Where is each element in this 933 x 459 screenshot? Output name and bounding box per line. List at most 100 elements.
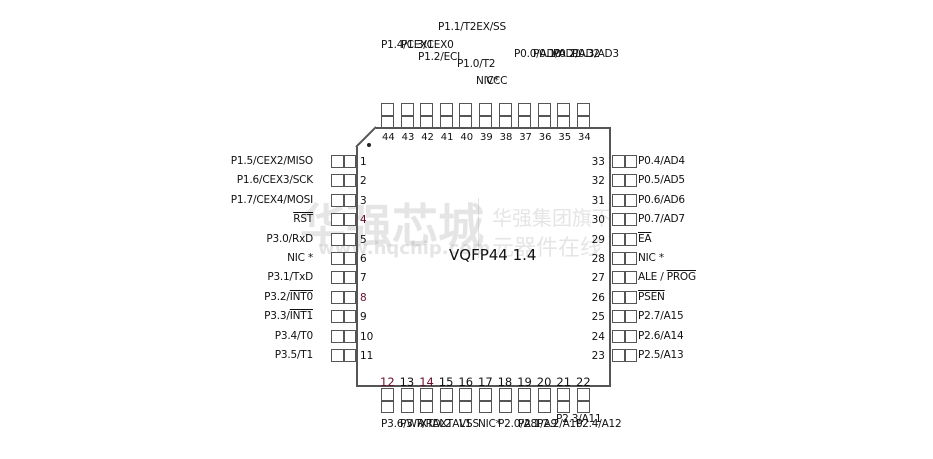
pin-number: 22 — [576, 375, 591, 389]
pin-lead — [331, 252, 356, 265]
pin-label: P3.2/INT0 — [264, 290, 313, 303]
pin-label: P1.5/CEX2/MISO — [230, 155, 313, 167]
pin-label: VSS — [459, 418, 479, 430]
pin-lead — [612, 252, 637, 265]
pin-label: P2.7/A15 — [638, 310, 684, 323]
pin-number: 40 — [460, 132, 474, 143]
pin-label: P2.1/A9 — [518, 418, 558, 430]
pin-number: 16 — [458, 375, 474, 389]
pin-label: P2.3/A11 — [556, 413, 602, 425]
pin-number: 2 — [360, 175, 367, 188]
pin-lead — [381, 103, 394, 128]
pin-label: RST — [293, 213, 313, 226]
pin-label: P0.1/AD1 — [533, 48, 580, 60]
pin-label: P1.6/CEX3/SCK — [236, 174, 313, 187]
pin-label: P3.6/WR — [381, 418, 424, 430]
pin-label: P3.0/RxD — [266, 232, 313, 245]
pin-lead — [518, 388, 532, 413]
pin-lead — [612, 349, 637, 362]
pin-number: 41 — [440, 132, 454, 143]
pin-label: P2.2/A10 — [537, 418, 583, 430]
pin-label: P1.0/T2 — [457, 58, 496, 70]
pin-number: 18 — [497, 375, 513, 389]
pin-number: 9 — [360, 311, 367, 324]
pin-lead — [381, 388, 394, 413]
pin-number: 30 — [591, 214, 605, 227]
pin-number: 31 — [591, 194, 605, 207]
pin-lead — [612, 193, 637, 207]
pin-lead — [331, 290, 356, 304]
pin-number: 5 — [360, 233, 367, 246]
pin-lead — [537, 388, 551, 413]
pin-lead — [612, 290, 637, 304]
pin-label: P0.0/AD0 — [514, 48, 561, 60]
pin-lead — [479, 388, 492, 413]
pin-number: 6 — [360, 253, 367, 265]
pin-number: 8 — [360, 291, 367, 304]
pin-label: P2.5/A13 — [638, 349, 684, 361]
pin-lead — [612, 329, 637, 343]
pin-number: 23 — [591, 350, 605, 362]
pin-lead — [331, 232, 356, 246]
pin-number: 26 — [591, 291, 605, 304]
pin-lead — [400, 103, 414, 128]
pin-lead — [331, 349, 356, 362]
pin-number: 39 — [480, 132, 493, 143]
watermark-slogan-2: 元器件在线 — [492, 236, 603, 261]
pin-label: P1.2/ECI — [418, 51, 461, 63]
pin-label: P1.4/CEX1 — [381, 39, 434, 51]
pin-label: VCC — [486, 75, 508, 87]
pin-number: 34 — [578, 132, 591, 143]
pin-lead — [612, 174, 637, 188]
pin-number: 20 — [536, 375, 552, 389]
pin-lead — [400, 388, 414, 413]
pin-lead — [331, 213, 356, 227]
pin-number: 43 — [401, 132, 415, 143]
pin-number: 24 — [591, 330, 605, 343]
pin1-dot-icon — [367, 143, 371, 147]
pin-lead — [459, 103, 473, 128]
pin-number: 32 — [591, 175, 605, 188]
pin-lead — [612, 155, 637, 168]
pin-label: NIC* — [478, 418, 501, 430]
pin-lead — [612, 271, 637, 285]
package-label: VQFP44 1.4 — [449, 246, 537, 264]
pin-number: 15 — [438, 375, 454, 389]
pin-label: P2.0/A8 — [498, 418, 538, 430]
pin-number: 14 — [419, 375, 434, 389]
watermark-slogan-1: 华强集团旗下 — [492, 206, 612, 230]
pin-number: 42 — [421, 132, 434, 143]
pin-number: 38 — [499, 132, 513, 143]
pin-lead — [331, 155, 356, 168]
pin-lead — [331, 329, 356, 343]
pin-label: XTAL1 — [440, 418, 472, 430]
watermark-url: www.hqchip.com — [318, 238, 491, 259]
pin-number: 11 — [360, 350, 374, 362]
chip-notch — [354, 125, 377, 148]
pin-label: P0.6/AD6 — [638, 193, 685, 206]
pin-lead — [557, 103, 571, 128]
pin-label: P3.5/T1 — [274, 349, 313, 361]
pin-label: P3.3/INT1 — [264, 310, 313, 323]
pin-number: 1 — [360, 156, 367, 168]
pin-label: P0.2/AD2 — [553, 48, 600, 60]
pin-label: P1.3/CEX0 — [401, 39, 454, 51]
pin-number: 13 — [399, 375, 415, 389]
pin-number: 44 — [382, 132, 395, 143]
pin-lead — [612, 232, 637, 246]
pin-label: EA — [638, 232, 652, 245]
pin-label: ALE / PROG — [638, 271, 696, 284]
chip-body — [356, 127, 611, 387]
pin-lead — [537, 103, 551, 128]
pin-number: 27 — [591, 272, 605, 285]
pin-lead — [331, 271, 356, 285]
pin-label: P2.6/A14 — [638, 329, 684, 342]
pin-lead — [439, 388, 453, 413]
pin-number: 17 — [478, 375, 493, 389]
pin-lead — [577, 388, 590, 413]
pin-number: 7 — [360, 272, 367, 285]
pin-number: 28 — [591, 253, 605, 265]
pin-number: 21 — [556, 375, 572, 389]
pin-lead — [439, 103, 453, 128]
pin-lead — [420, 103, 434, 128]
